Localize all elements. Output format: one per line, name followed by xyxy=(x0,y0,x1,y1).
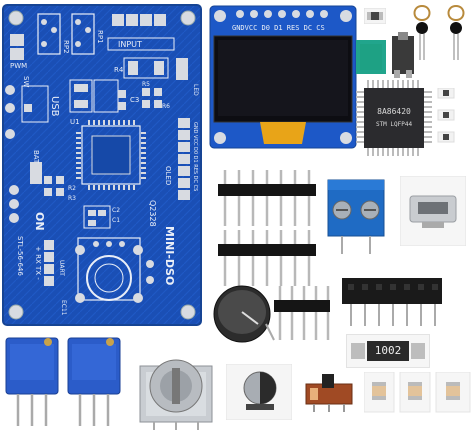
ec11-footprint xyxy=(77,237,141,301)
inductor-footprint xyxy=(69,79,93,113)
silk-sw: SW xyxy=(22,76,30,87)
resistor-code: 1002 xyxy=(374,344,402,357)
usb-footprint xyxy=(21,85,49,123)
oled-header-pads xyxy=(178,118,190,200)
silk-mini-dso: MINI-DSO xyxy=(163,226,176,285)
mount-hole xyxy=(180,304,196,320)
chip-marking-line1: 8A86420 xyxy=(377,107,411,116)
smd-caps-column xyxy=(437,88,455,143)
silk-rp2: RP2 xyxy=(62,40,70,54)
rp1-footprint xyxy=(71,13,95,55)
silk-c1: C1 xyxy=(112,217,120,224)
r4-footprint xyxy=(123,57,169,79)
right-angle-header xyxy=(274,286,330,340)
silk-bat: BAT xyxy=(32,150,40,164)
silk-pwm: PWM xyxy=(10,62,27,70)
silk-oled: OLED xyxy=(164,166,172,185)
slide-switch xyxy=(305,374,353,412)
silk-led: LED xyxy=(192,84,199,96)
silk-input: INPUT xyxy=(118,40,142,49)
silk-rp1: RP1 xyxy=(96,30,104,44)
female-header xyxy=(342,278,442,326)
silk-usb: USB xyxy=(49,96,60,117)
silk-q2328: Q2328 xyxy=(148,200,157,227)
silk-c3: C3 xyxy=(130,96,139,104)
stm-chip: 8A86420 STM LQFP44 xyxy=(356,80,432,156)
silk-stl: STL-56-646 xyxy=(16,236,24,276)
silk-u1: U1 xyxy=(70,118,80,126)
trimmer-pot-2 xyxy=(67,337,121,426)
c1-c2-footprint xyxy=(83,205,111,229)
silk-uart: + RX TX - xyxy=(34,246,42,280)
pin-header-bottom xyxy=(218,230,316,286)
mount-hole xyxy=(180,10,196,26)
silk-ec11: EC11 xyxy=(60,300,67,316)
oled-pin-labels: GNDVCC D0 D1 RES DC CS xyxy=(232,24,325,32)
silk-r5: R5 xyxy=(142,81,150,88)
silk-r3: R3 xyxy=(68,195,76,202)
smd-electrolytic-cap xyxy=(226,364,292,420)
sot-transistor xyxy=(392,32,414,78)
led-pair xyxy=(413,5,465,60)
mount-hole xyxy=(8,10,24,26)
screw-terminal-block xyxy=(327,179,385,254)
chip-marking-line2: STM LQFP44 xyxy=(376,121,413,128)
silk-r4: R4 xyxy=(114,66,124,74)
smd-resistor-small xyxy=(364,8,386,24)
smd-caps-bottom xyxy=(364,372,471,413)
mini-dso-pcb: RP2 RP1 INPUT PWM R4 LED C3 R5 R6 USB U1… xyxy=(2,4,202,326)
silk-c2: C2 xyxy=(112,207,120,214)
silk-r2: R2 xyxy=(68,185,76,192)
silk-uart-label: UART xyxy=(58,260,65,276)
thumbwheel-knob xyxy=(213,285,275,343)
micro-usb-connector xyxy=(400,176,466,246)
led-pads xyxy=(176,58,188,80)
oled-module: GNDVCC D0 D1 RES DC CS xyxy=(209,5,357,149)
smd-resistor-1002: 1002 xyxy=(346,334,430,368)
silk-oled-pins: GND VCC D0 D1 RES DC CS xyxy=(192,122,198,191)
mcu-footprint xyxy=(81,125,141,185)
rp2-footprint xyxy=(37,13,61,55)
mount-hole xyxy=(8,304,24,320)
pin-header-top xyxy=(218,170,316,226)
uart-header-pads xyxy=(44,240,54,286)
trimmer-pot-1 xyxy=(5,337,59,426)
crystal-green xyxy=(356,40,386,74)
pwm-header-pads xyxy=(10,34,24,60)
silk-r6: R6 xyxy=(162,103,170,110)
silk-on: ON xyxy=(33,212,46,231)
oled-flex-cable xyxy=(260,122,306,144)
input-header-pads xyxy=(112,14,166,26)
rotary-encoder-ec11 xyxy=(139,359,213,430)
oled-pin-pads xyxy=(236,10,328,18)
bat-pads xyxy=(30,162,42,184)
